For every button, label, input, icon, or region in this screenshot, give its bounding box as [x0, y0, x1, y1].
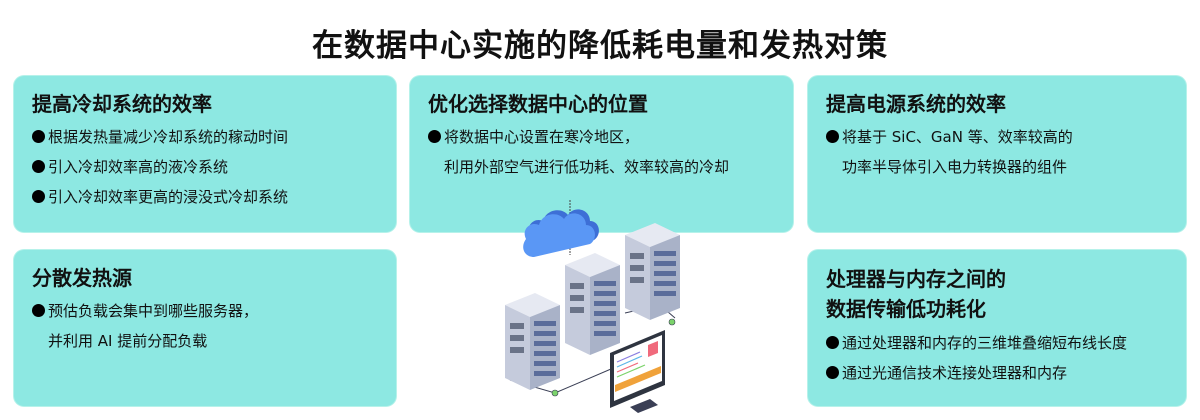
bullet-list: 通过处理器和内存的三维堆叠缩短布线长度 通过光通信技术连接处理器和内存: [826, 328, 1127, 388]
panel-title: 分散发热源: [32, 266, 132, 290]
server-rack-icon: [505, 293, 560, 390]
bullet-icon: [32, 130, 45, 143]
panel-distribute-heat: 分散发热源 预估负载会集中到哪些服务器， 并利用 AI 提前分配负载: [14, 250, 396, 406]
bullet-list: 将数据中心设置在寒冷地区， 利用外部空气进行低功耗、效率较高的冷却: [428, 122, 729, 182]
server-rack-icon: [625, 223, 680, 320]
panel-title: 提高冷却系统的效率: [32, 92, 212, 116]
bullet-icon: [428, 130, 441, 143]
panel-data-transfer: 处理器与内存之间的 数据传输低功耗化 通过处理器和内存的三维堆叠缩短布线长度 通…: [808, 250, 1186, 406]
list-item: 通过处理器和内存的三维堆叠缩短布线长度: [826, 328, 1127, 358]
panel-title: 提高电源系统的效率: [826, 92, 1006, 116]
bullet-icon: [826, 336, 839, 349]
bullet-list: 将基于 SiC、GaN 等、效率较高的 功率半导体引入电力转换器的组件: [826, 122, 1073, 182]
datacenter-illustration: [480, 195, 710, 420]
panel-title: 处理器与内存之间的 数据传输低功耗化: [826, 267, 1006, 321]
list-item: 根据发热量减少冷却系统的稼动时间: [32, 122, 288, 152]
list-item-continuation: 功率半导体引入电力转换器的组件: [842, 158, 1068, 176]
list-item: 将数据中心设置在寒冷地区，: [428, 122, 729, 152]
bullet-icon: [32, 160, 45, 173]
panel-title: 优化选择数据中心的位置: [428, 92, 648, 116]
panel-cooling-efficiency: 提高冷却系统的效率 根据发热量减少冷却系统的稼动时间 引入冷却效率高的液冷系统 …: [14, 76, 396, 232]
bullet-icon: [32, 190, 45, 203]
panel-power-efficiency: 提高电源系统的效率 将基于 SiC、GaN 等、效率较高的 功率半导体引入电力转…: [808, 76, 1186, 232]
bullet-icon: [826, 366, 839, 379]
bullet-list: 根据发热量减少冷却系统的稼动时间 引入冷却效率高的液冷系统 引入冷却效率更高的浸…: [32, 122, 288, 212]
bullet-list: 预估负载会集中到哪些服务器， 并利用 AI 提前分配负载: [32, 296, 258, 356]
list-item-continuation: 并利用 AI 提前分配负载: [48, 332, 208, 350]
monitor-icon: [610, 330, 665, 413]
panel-datacenter-location: 优化选择数据中心的位置 将数据中心设置在寒冷地区， 利用外部空气进行低功耗、效率…: [410, 76, 793, 232]
bullet-icon: [32, 304, 45, 317]
list-item: 引入冷却效率更高的浸没式冷却系统: [32, 182, 288, 212]
list-item: 将基于 SiC、GaN 等、效率较高的: [826, 122, 1073, 152]
bullet-icon: [826, 130, 839, 143]
page-title: 在数据中心实施的降低耗电量和发热对策: [312, 28, 888, 64]
list-item: 通过光通信技术连接处理器和内存: [826, 358, 1127, 388]
list-item: 引入冷却效率高的液冷系统: [32, 152, 288, 182]
list-item-continuation: 利用外部空气进行低功耗、效率较高的冷却: [444, 158, 730, 176]
list-item: 预估负载会集中到哪些服务器，: [32, 296, 258, 326]
cloud-icon: [523, 209, 599, 257]
server-rack-icon: [565, 253, 620, 355]
